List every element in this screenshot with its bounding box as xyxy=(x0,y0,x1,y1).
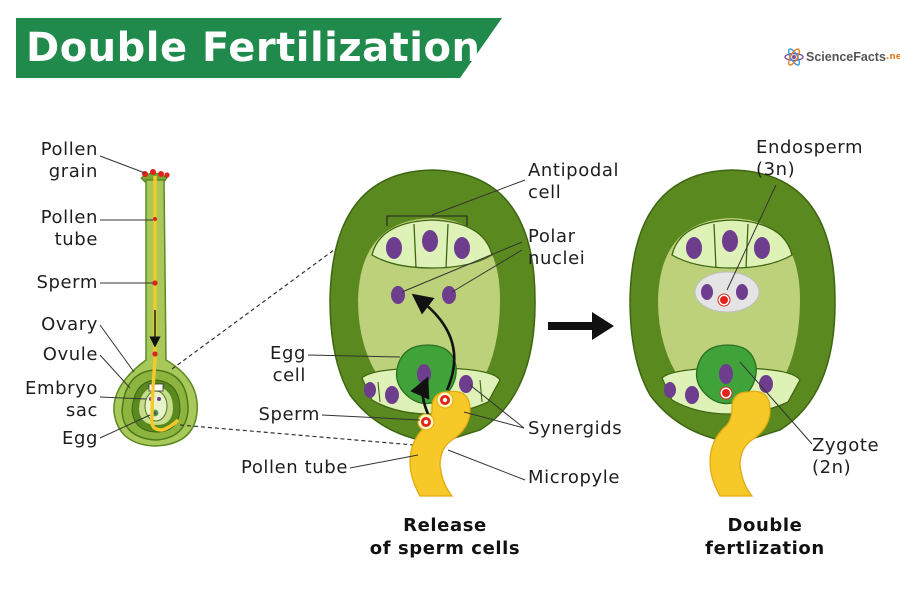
label-embryo-sac: Embryo sac xyxy=(25,378,98,421)
ovule-fertilized xyxy=(629,169,836,497)
label-micropyle: Micropyle xyxy=(528,467,620,488)
label-zygote: Zygote (2n) xyxy=(812,435,880,478)
ovule-release xyxy=(329,169,536,497)
polar-nucleus xyxy=(442,286,456,304)
title-banner xyxy=(16,18,502,78)
polar-nucleus xyxy=(391,286,405,304)
label-pollen-tube-mid: Pollen tube xyxy=(241,457,348,478)
logo-brand: ScienceFacts xyxy=(806,50,886,64)
label-sperm-left: Sperm xyxy=(36,272,98,293)
pollen-tube xyxy=(150,176,180,432)
transition-arrow xyxy=(548,312,614,340)
caption-double-fertilization: Double fertlization xyxy=(705,515,825,559)
embryo-sac xyxy=(144,390,168,422)
label-pollen-tube: Pollen tube xyxy=(40,207,98,250)
label-ovule: Ovule xyxy=(42,344,98,365)
label-endosperm: Endosperm (3n) xyxy=(756,137,864,180)
label-synergids: Synergids xyxy=(528,418,623,439)
sperm-dot xyxy=(152,280,158,286)
label-pollen-grain: Pollen grain xyxy=(40,139,98,182)
caption-release: Release of sperm cells xyxy=(369,515,521,559)
endosperm xyxy=(694,271,760,313)
label-polar-nuclei: Polar nuclei xyxy=(528,226,586,269)
page-title: Double Fertilization xyxy=(26,25,481,71)
label-ovary: Ovary xyxy=(41,314,98,335)
pistil-illustration xyxy=(113,169,198,447)
label-egg-cell: Egg cell xyxy=(269,343,306,386)
label-egg: Egg xyxy=(61,428,98,449)
logo-suffix: .net xyxy=(885,52,900,62)
label-antipodal-cell: Antipodal cell xyxy=(528,160,620,203)
atom-icon xyxy=(784,48,804,66)
label-sperm-mid: Sperm xyxy=(258,404,320,425)
pollen-tube xyxy=(409,390,471,497)
sciencefacts-logo: ScienceFacts.net xyxy=(784,46,900,68)
